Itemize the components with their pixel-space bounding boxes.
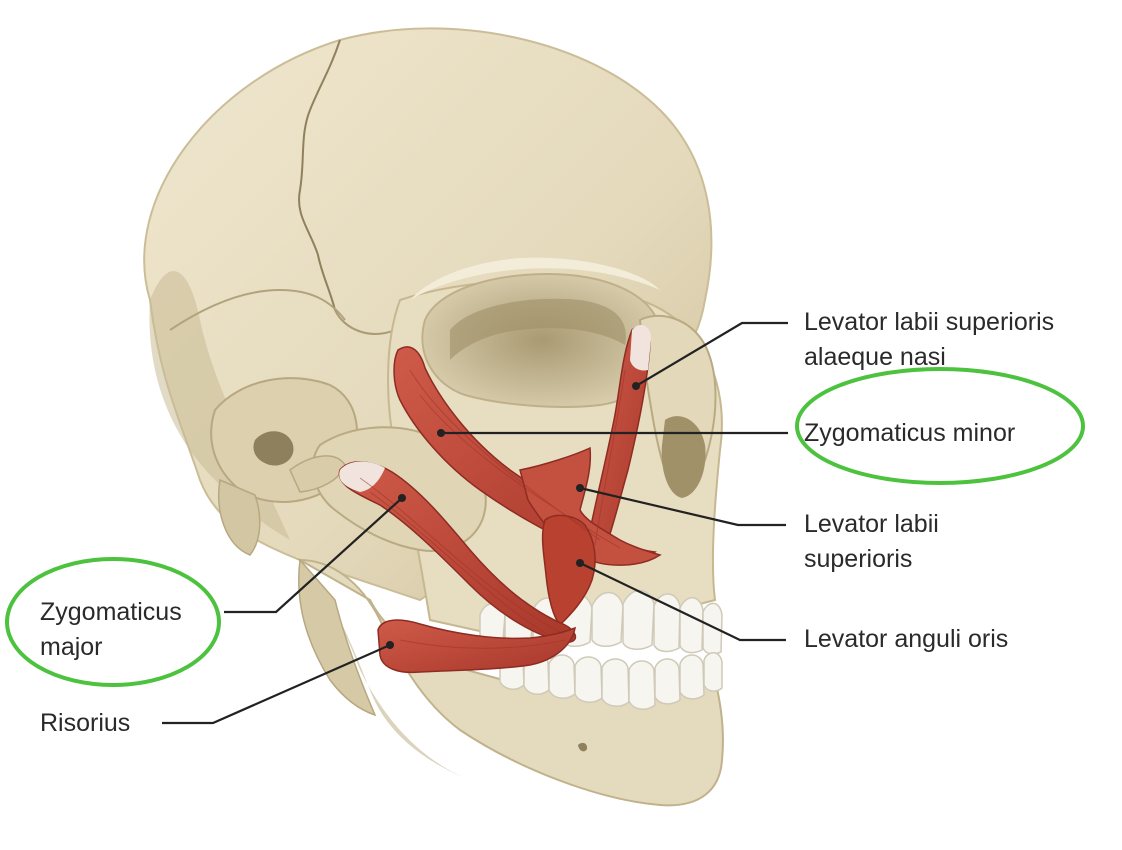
label-levator-labii-superioris-alaeque-nasi: Levator labii superioris alaeque nasi bbox=[804, 305, 1054, 375]
dot-zygomaticus-minor bbox=[437, 429, 445, 437]
muscle-fibres bbox=[359, 369, 626, 649]
muscle-zygomaticus-minor bbox=[393, 346, 657, 561]
highlight-rings bbox=[5, 367, 1085, 687]
leader-lls bbox=[579, 486, 786, 527]
leader-levator-anguli-oris bbox=[579, 562, 786, 642]
tendon-alaeque-nasi bbox=[630, 325, 652, 371]
highlight-ring-zygomaticus-major bbox=[5, 557, 221, 687]
ramus bbox=[298, 558, 377, 717]
leader-zygomaticus-major bbox=[224, 497, 403, 614]
label-line: Levator labii bbox=[804, 510, 939, 538]
dot-lls bbox=[576, 484, 584, 492]
highlight-ring-zygomaticus-minor bbox=[795, 367, 1085, 485]
label-line: Zygomaticus minor bbox=[804, 419, 1016, 447]
muscle-zygomaticus-major bbox=[338, 461, 577, 643]
label-risorius: Risorius bbox=[40, 706, 130, 741]
label-line: Risorius bbox=[40, 709, 131, 737]
label-zygomaticus-major: Zygomaticus major bbox=[40, 595, 182, 665]
mental-foramen bbox=[578, 742, 588, 752]
dot-risorius bbox=[386, 641, 394, 649]
label-line: Levator labii superioris bbox=[804, 308, 1055, 336]
label-line: alaeque nasi bbox=[804, 343, 946, 371]
mastoid bbox=[218, 478, 261, 556]
nasal-aperture bbox=[661, 416, 706, 498]
leader-risorius bbox=[162, 643, 391, 725]
ear-canal bbox=[253, 431, 294, 466]
orbit-inner-shadow bbox=[450, 298, 626, 360]
leader-lines bbox=[162, 321, 788, 725]
muscle-levator-anguli-oris bbox=[541, 514, 596, 627]
label-line: superioris bbox=[804, 545, 913, 573]
label-line: major bbox=[40, 633, 103, 661]
brow-ridge bbox=[410, 257, 660, 300]
muscle-risorius bbox=[377, 619, 576, 674]
dot-zygomaticus-major bbox=[398, 494, 406, 502]
leader-dots bbox=[386, 382, 640, 649]
label-line: Zygomaticus bbox=[40, 598, 182, 626]
dot-lls-alaeque-nasi bbox=[632, 382, 640, 390]
squamous-suture bbox=[169, 288, 346, 331]
dot-levator-anguli-oris bbox=[576, 559, 584, 567]
label-zygomaticus-minor: Zygomaticus minor bbox=[804, 416, 1015, 451]
coronal-suture bbox=[298, 39, 341, 311]
label-line: Levator anguli oris bbox=[804, 625, 1009, 653]
label-levator-labii-superioris: Levator labii superioris bbox=[804, 507, 939, 577]
tendon-zygomaticus-major bbox=[339, 461, 385, 492]
label-levator-anguli-oris: Levator anguli oris bbox=[804, 622, 1008, 657]
leader-lls-alaeque-nasi bbox=[635, 321, 788, 387]
